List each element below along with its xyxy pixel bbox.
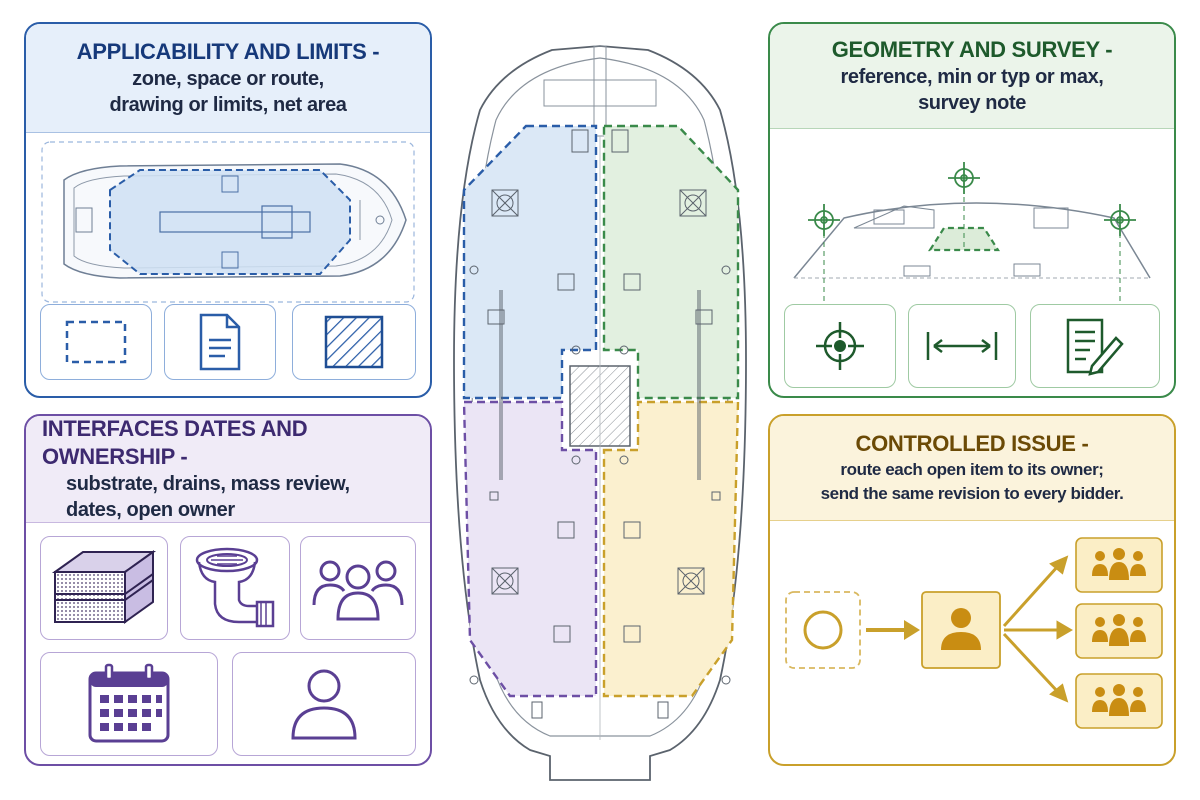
floor-drain-tile[interactable] — [180, 536, 290, 640]
group-tile[interactable] — [300, 536, 416, 640]
ship-plan-view-sketch — [41, 141, 415, 303]
person-tile[interactable] — [232, 652, 416, 756]
survey-target-left — [808, 204, 840, 236]
bidder-group-icon-2 — [1075, 603, 1163, 659]
deck-section-survey-sketch — [793, 162, 1151, 308]
interfaces-zone — [462, 400, 598, 698]
dimension-tile[interactable] — [908, 304, 1016, 388]
substrate-tile[interactable] — [40, 536, 168, 640]
interfaces-subtitle-2: dates, open owner — [66, 499, 235, 521]
survey-note-icon — [1066, 318, 1124, 376]
deck-equipment — [469, 129, 731, 719]
document-tile[interactable] — [164, 304, 276, 380]
applicability-panel: APPLICABILITY AND LIMITS - zone, space o… — [24, 22, 432, 398]
open-item-circle-icon — [785, 591, 861, 669]
arrow-to-owner — [866, 620, 920, 640]
survey-target-right — [1104, 204, 1136, 236]
interfaces-header: INTERFACES DATES AND OWNERSHIP - substra… — [26, 416, 430, 523]
bidder-group-icon-1 — [1075, 537, 1163, 593]
dashed-boundary-tile[interactable] — [40, 304, 152, 380]
owner-person-icon — [921, 591, 1001, 669]
interfaces-title: INTERFACES DATES AND OWNERSHIP - — [42, 416, 308, 469]
dimension-arrow-icon — [926, 332, 998, 360]
geometry-title: GEOMETRY AND SURVEY - — [831, 37, 1113, 62]
bidder-group-icon-3 — [1075, 673, 1163, 729]
controlled-issue-panel: CONTROLLED ISSUE - route each open item … — [768, 414, 1176, 766]
applicability-zone — [462, 124, 598, 400]
deck-plan-drawing — [453, 45, 747, 781]
hatched-area-icon — [324, 315, 384, 369]
geometry-zone — [602, 124, 740, 400]
controlled-subtitle-1: route each open item to its owner; — [840, 460, 1104, 479]
controlled-zone — [602, 400, 740, 698]
arrows-to-bidders — [1002, 555, 1073, 703]
geometry-subtitle-2: survey note — [918, 92, 1026, 114]
crosshair-tile[interactable] — [784, 304, 896, 388]
person-icon — [291, 669, 357, 740]
geometry-subtitle-1: reference, min or typ or max, — [840, 66, 1104, 88]
document-icon — [199, 313, 241, 371]
issue-routing-flow — [785, 537, 1163, 729]
applicability-subtitle-2: drawing or limits, net area — [109, 94, 347, 116]
group-icon — [312, 560, 404, 621]
controlled-header: CONTROLLED ISSUE - route each open item … — [770, 416, 1174, 521]
survey-note-tile[interactable] — [1030, 304, 1160, 388]
calendar-icon — [88, 663, 170, 743]
applicability-header: APPLICABILITY AND LIMITS - zone, space o… — [26, 24, 430, 133]
controlled-title: CONTROLLED ISSUE - — [855, 431, 1089, 456]
geometry-panel: GEOMETRY AND SURVEY - reference, min or … — [768, 22, 1176, 398]
geometry-header: GEOMETRY AND SURVEY - reference, min or … — [770, 24, 1174, 129]
substrate-layers-icon — [51, 550, 157, 624]
interfaces-subtitle-1: substrate, drains, mass review, — [66, 473, 350, 495]
crosshair-icon — [816, 322, 864, 370]
interfaces-panel: INTERFACES DATES AND OWNERSHIP - substra… — [24, 414, 432, 766]
survey-target-center — [948, 162, 980, 194]
applicability-subtitle-1: zone, space or route, — [132, 68, 324, 90]
controlled-subtitle-2: send the same revision to every bidder. — [820, 484, 1124, 503]
applicability-title: APPLICABILITY AND LIMITS - — [76, 39, 380, 64]
calendar-tile[interactable] — [40, 652, 218, 756]
hatched-area-tile[interactable] — [292, 304, 416, 380]
floor-drain-icon — [195, 547, 275, 628]
dashed-boundary-icon — [65, 320, 127, 364]
